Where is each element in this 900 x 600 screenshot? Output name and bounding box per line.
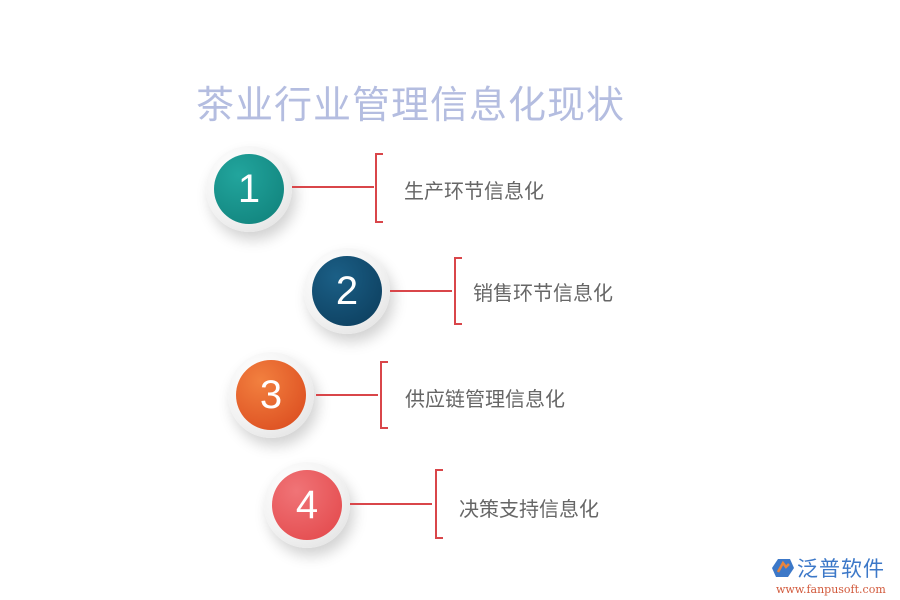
bracket — [375, 153, 383, 223]
number-disc: 2 — [312, 256, 382, 326]
number-badge-3: 3 — [228, 352, 314, 438]
item-label-1: 生产环节信息化 — [404, 179, 544, 203]
logo-name: 泛普软件 — [797, 557, 885, 581]
item-label-4: 决策支持信息化 — [459, 497, 599, 521]
page-title: 茶业行业管理信息化现状 — [196, 83, 626, 127]
bracket — [435, 469, 443, 539]
connector-line — [316, 394, 378, 396]
number-disc: 4 — [272, 470, 342, 540]
logo-url: www.fanpusoft.com — [776, 583, 886, 596]
connector-line — [292, 186, 374, 188]
bracket — [380, 361, 388, 429]
number-disc: 1 — [214, 154, 284, 224]
connector-line — [390, 290, 452, 292]
number-badge-2: 2 — [304, 248, 390, 334]
bracket — [454, 257, 462, 325]
connector-line — [350, 503, 432, 505]
logo-mark-icon — [772, 558, 794, 578]
number-disc: 3 — [236, 360, 306, 430]
number-badge-4: 4 — [264, 462, 350, 548]
item-label-3: 供应链管理信息化 — [405, 387, 565, 411]
item-label-2: 销售环节信息化 — [473, 281, 613, 305]
number-badge-1: 1 — [206, 146, 292, 232]
brand-logo: 泛普软件 www.fanpusoft.com — [772, 553, 886, 596]
